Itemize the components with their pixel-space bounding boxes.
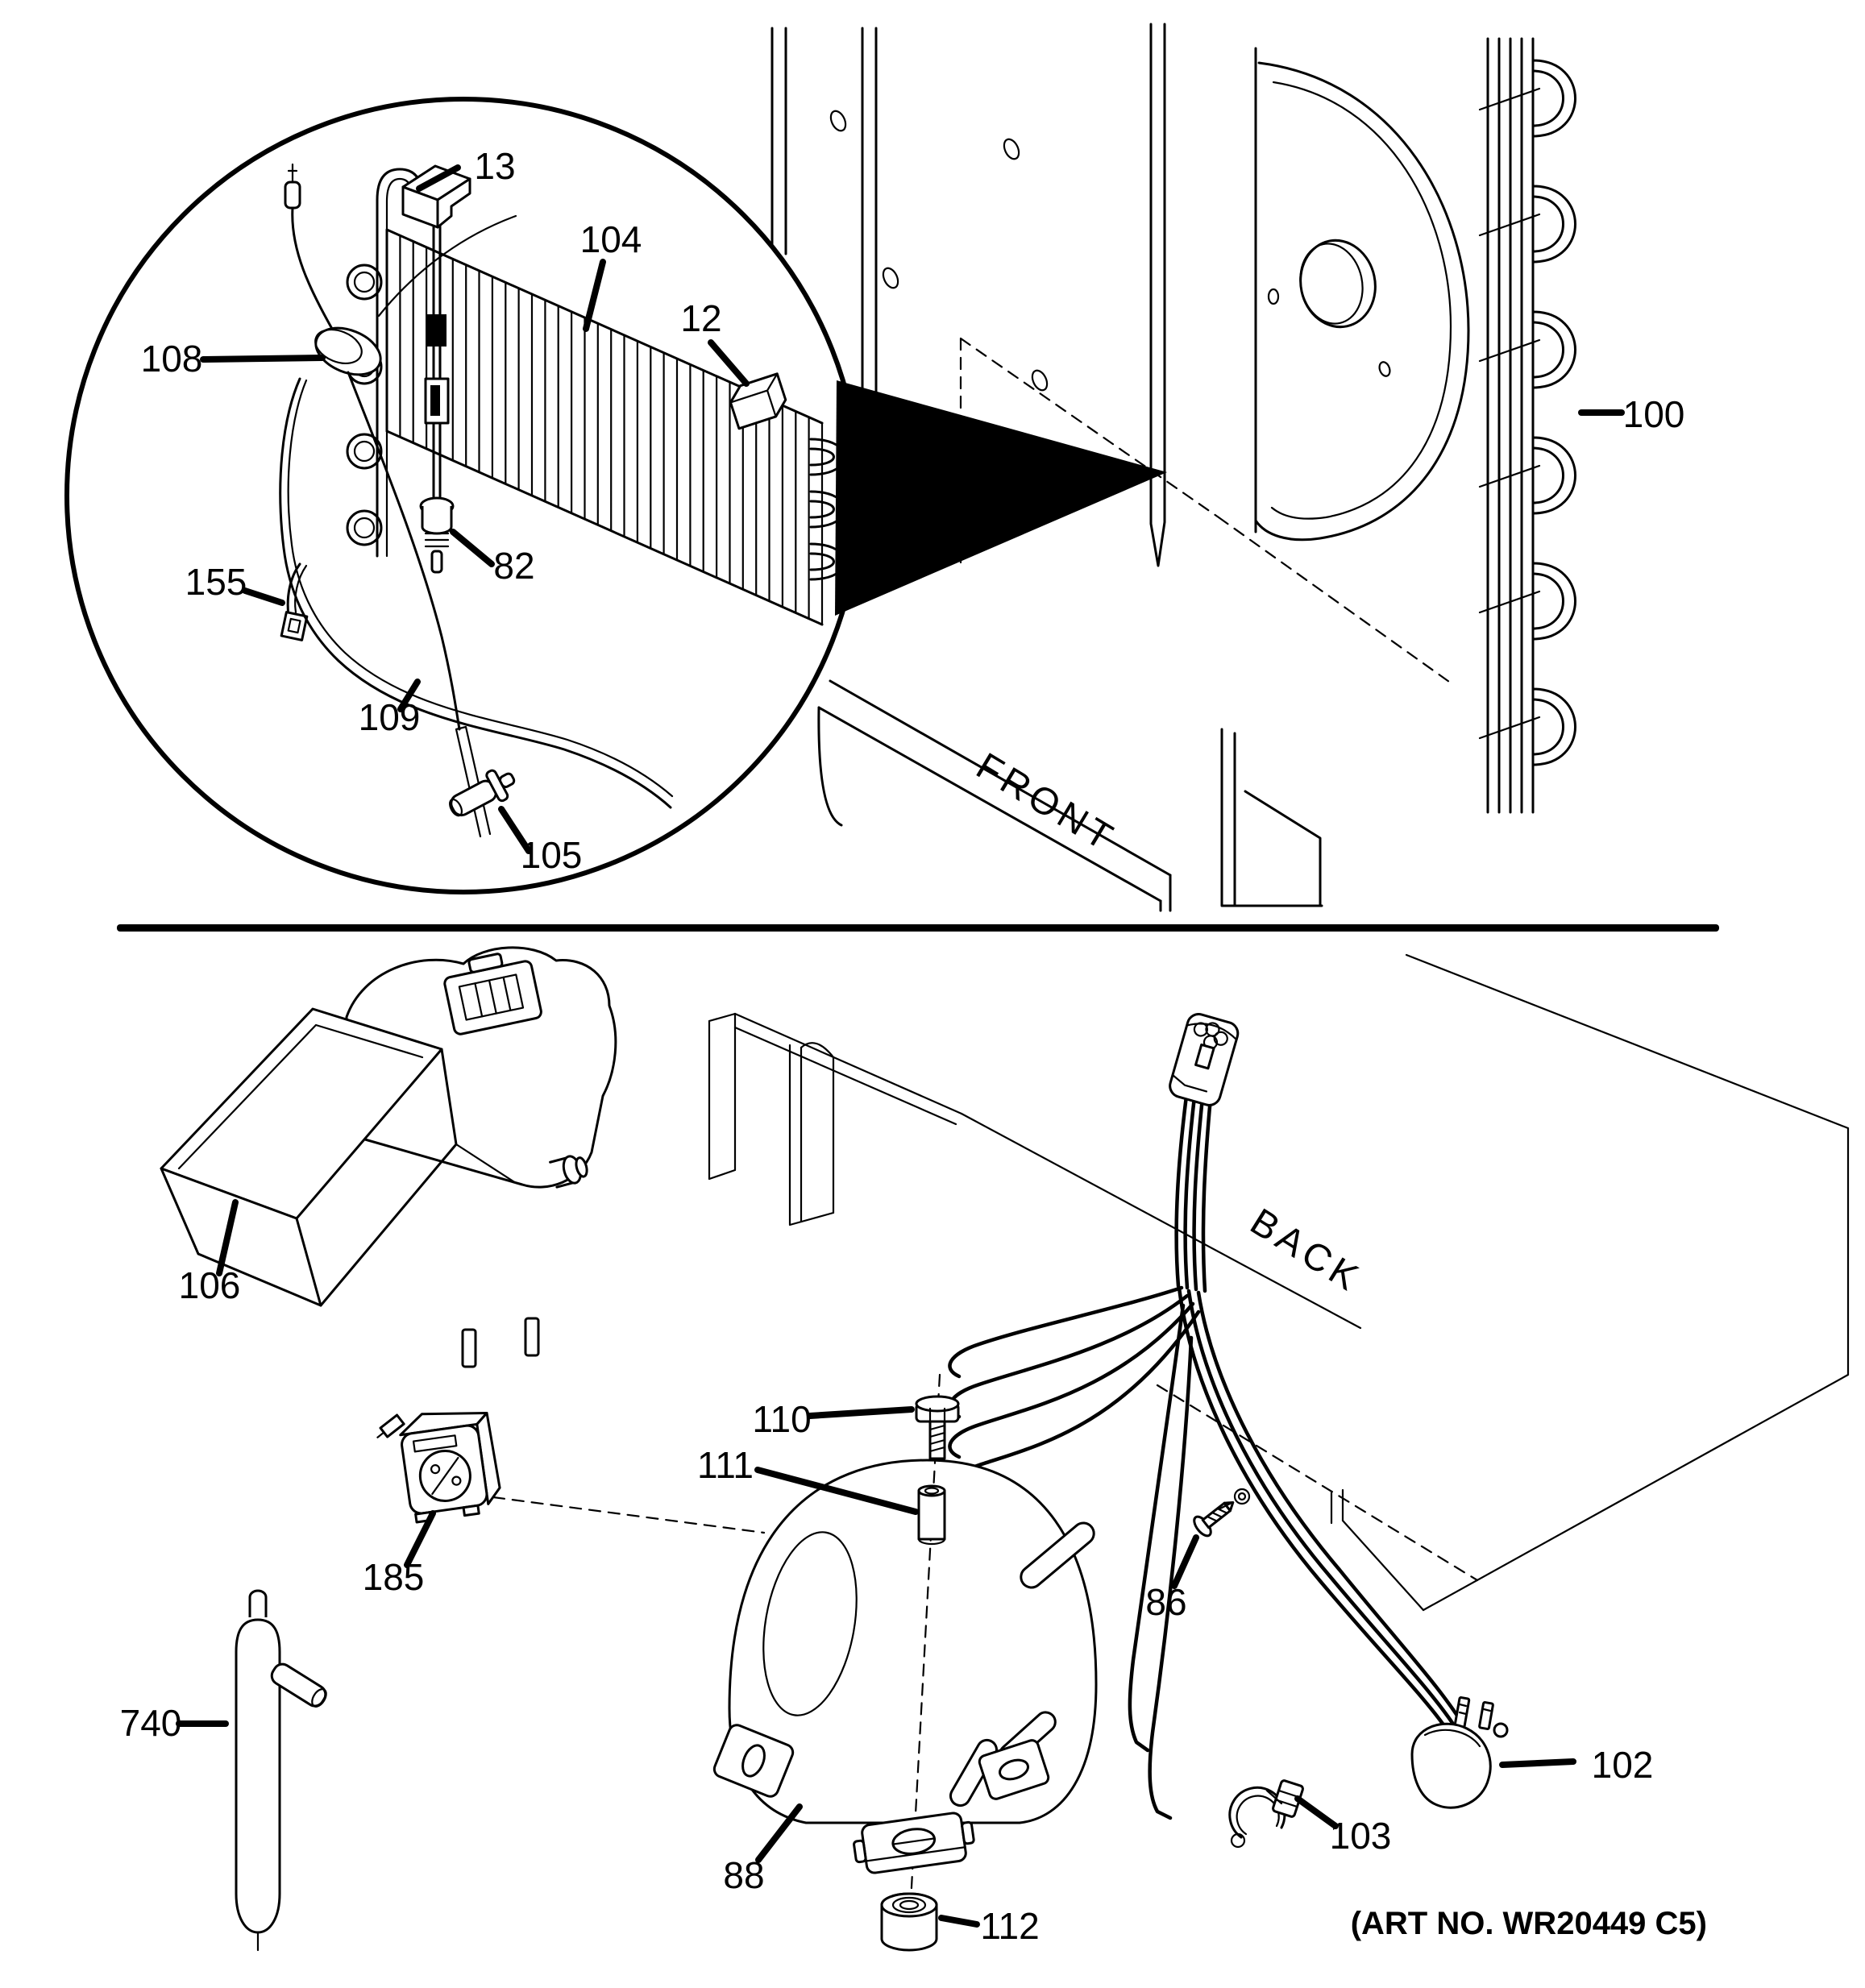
drain-nozzle <box>549 1155 588 1189</box>
recess-hidden-lines <box>959 337 1451 683</box>
callout-740: 740 <box>120 1702 182 1744</box>
callout-104: 104 <box>580 218 642 260</box>
callout-106: 106 <box>179 1264 241 1306</box>
callout-185: 185 <box>363 1556 425 1598</box>
callout-13: 13 <box>474 145 515 187</box>
drain-pan-assembly: 106 <box>160 946 617 1368</box>
harness-hook-wires <box>948 1285 1201 1500</box>
temperature-control-185: 185 <box>363 1412 766 1598</box>
condenser-coil <box>1478 37 1576 814</box>
power-cord-plug: 102 <box>1410 1696 1654 1809</box>
callout-103: 103 <box>1330 1815 1392 1857</box>
mounting-bolt <box>915 1395 960 1460</box>
spacer-bushing <box>917 1484 946 1546</box>
ground-screw-86: 86 <box>1145 1488 1251 1623</box>
callout-102: 102 <box>1592 1744 1654 1786</box>
callout-100: 100 <box>1623 393 1685 435</box>
clip-12 <box>729 372 787 430</box>
callout-111: 111 <box>697 1444 754 1486</box>
section-divider <box>117 924 1719 932</box>
bottom-cabinet-outline <box>708 953 1850 1612</box>
harness-connector <box>1169 1013 1240 1106</box>
defrost-thermostat <box>284 163 517 838</box>
evaporator-tube-loops <box>809 438 846 581</box>
cord-clip-103: 103 <box>1228 1779 1392 1857</box>
wiring-harness <box>948 1013 1461 1820</box>
callout-86: 86 <box>1145 1581 1186 1623</box>
front-base-rail <box>817 679 1323 912</box>
defrost-heater-rod <box>419 200 455 574</box>
callout-110: 110 <box>752 1398 811 1440</box>
callout-12: 12 <box>680 297 721 339</box>
filter-dryer-740: 740 <box>120 1589 327 1952</box>
evaporator-assembly: 13 104 12 108 82 155 109 105 <box>141 145 846 876</box>
roller-pin-105 <box>449 769 516 817</box>
callout-108: 108 <box>141 338 203 380</box>
callout-112: 112 <box>980 1905 1039 1947</box>
plug-prongs <box>1453 1696 1509 1738</box>
rubber-grommet <box>880 1892 938 1952</box>
detail-pointer-triangle <box>835 380 1167 616</box>
callout-105: 105 <box>521 834 583 876</box>
drain-tube-109 <box>279 377 674 809</box>
callout-109: 109 <box>359 696 421 738</box>
callout-100-group: 100 <box>1578 393 1685 435</box>
front-label: FRONT <box>970 744 1124 860</box>
fan-shroud <box>1254 47 1470 542</box>
compressor-assembly: 110 111 88 112 <box>697 1373 1098 1952</box>
callout-88: 88 <box>723 1854 764 1896</box>
callout-82: 82 <box>493 545 534 587</box>
back-label: BACK <box>1244 1200 1370 1301</box>
callout-155: 155 <box>185 561 247 603</box>
detail-circle <box>64 97 862 894</box>
art-number: (ART NO. WR20449 C5) <box>1351 1906 1707 1941</box>
mounting-axis <box>909 1373 941 1903</box>
detail-callouts: 13 104 12 108 82 155 109 105 <box>141 145 750 876</box>
